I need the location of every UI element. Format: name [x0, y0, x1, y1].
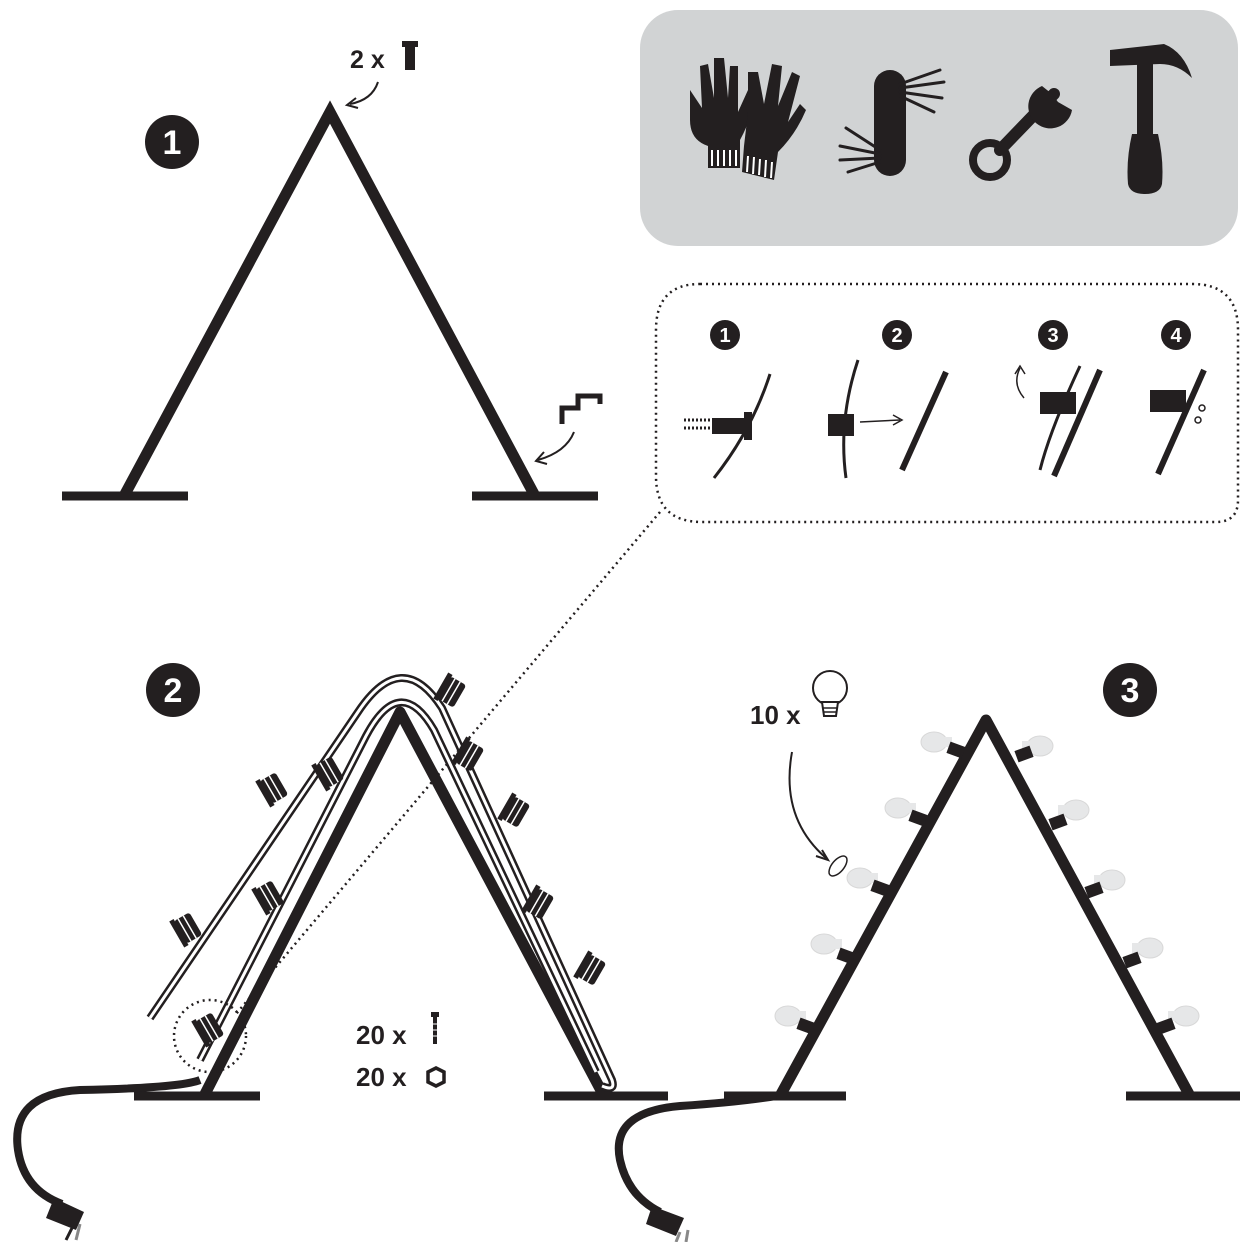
plug-icon	[46, 1198, 84, 1241]
screw-in-arrow	[788, 751, 827, 859]
detail-connector	[235, 511, 661, 1015]
svg-text:4: 4	[1170, 325, 1182, 347]
detail-callout-circle	[172, 998, 248, 1074]
step-1-badge: 1	[145, 115, 199, 169]
step-2-badge: 2	[146, 663, 200, 717]
step-1-frame	[62, 100, 598, 501]
light-bulb-icon	[812, 670, 848, 717]
step-3-frame	[724, 714, 1240, 1101]
plug-icon-3	[646, 1206, 690, 1242]
power-cable	[13, 1076, 202, 1208]
step-1: 1 2 x	[62, 41, 603, 501]
step-3: 3 10 x	[614, 663, 1240, 1242]
bulbs-right	[1014, 735, 1200, 1035]
step-1-screw-qty: 2 x	[350, 46, 385, 74]
step-2-frame	[134, 706, 668, 1101]
step-3-badge: 3	[1103, 663, 1157, 717]
bolt-icon	[431, 1012, 439, 1044]
svg-text:3: 3	[1121, 672, 1140, 710]
svg-text:1: 1	[163, 124, 182, 162]
hex-nut-icon	[426, 1066, 446, 1088]
detail-box: 1 2 3 4	[654, 282, 1240, 524]
hammer-icon	[1110, 44, 1192, 194]
rotation-icon	[828, 855, 848, 877]
svg-text:3: 3	[1047, 325, 1058, 347]
svg-text:2: 2	[164, 672, 183, 710]
step-2: 2	[13, 663, 668, 1241]
screw-icon	[402, 41, 418, 70]
svg-text:1: 1	[719, 325, 730, 347]
screw-arrow	[349, 81, 379, 105]
svg-text:2: 2	[891, 325, 902, 347]
wrench-icon	[969, 78, 1080, 181]
hex-key-set-icon	[838, 68, 946, 176]
bulb-qty: 10 x	[750, 700, 801, 730]
detail-step-4: 4	[1150, 320, 1207, 476]
detail-step-2: 2	[828, 320, 949, 479]
bolt-qty: 20 x	[356, 1020, 407, 1050]
detail-step-3: 3	[1014, 320, 1103, 478]
tools-panel	[640, 10, 1238, 246]
bulbs-left	[774, 731, 966, 1035]
bracket-arrow	[537, 431, 575, 461]
power-cable-3	[614, 1092, 777, 1216]
detail-step-1: 1	[684, 320, 772, 479]
nut-qty: 20 x	[356, 1062, 407, 1092]
gloves-icon	[690, 58, 806, 180]
bracket-icon	[559, 393, 603, 424]
